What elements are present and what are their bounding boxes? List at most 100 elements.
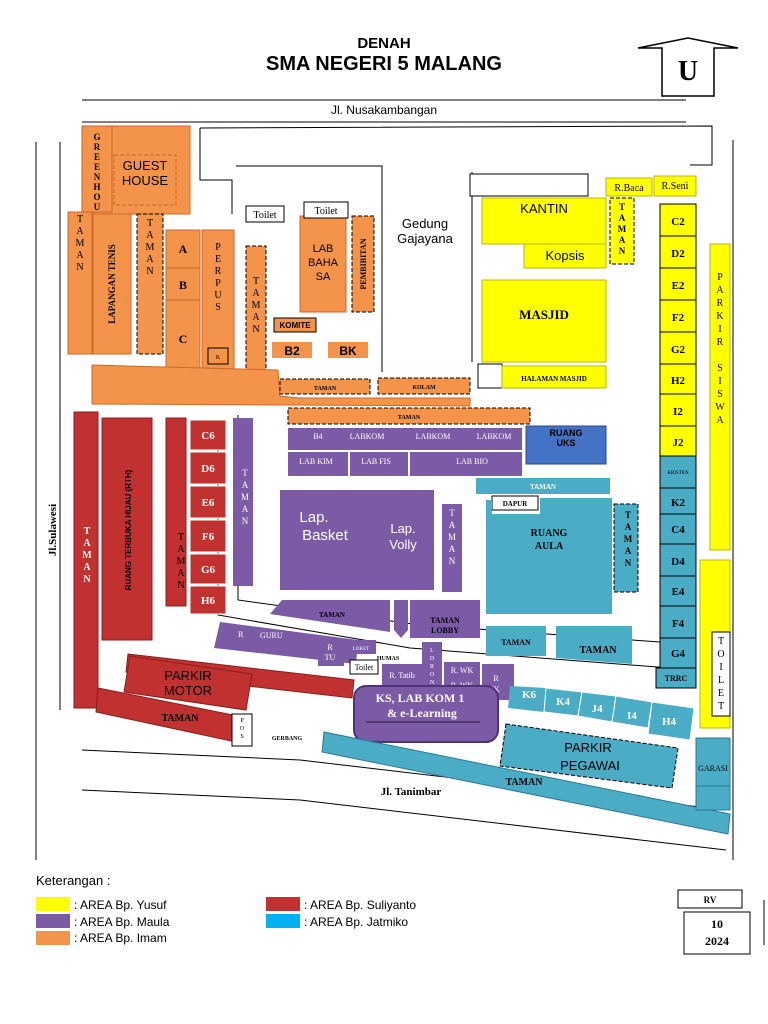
lapangan-basket-2: Basket bbox=[302, 527, 349, 544]
room-h6: H6 bbox=[201, 595, 216, 607]
legend-swatch-yusuf bbox=[36, 897, 70, 911]
rth-label: RUANG TERBUKA HIJAU (RTH) bbox=[124, 469, 133, 590]
toilet-label: Toilet bbox=[355, 663, 374, 672]
legend-swatch-jatmiko bbox=[266, 914, 300, 928]
room-b: B bbox=[179, 278, 187, 292]
ks-lab-kom-1: KS, LAB KOM 1 bbox=[376, 691, 465, 705]
room-d2: D2 bbox=[671, 248, 685, 260]
room-k2: K2 bbox=[671, 497, 686, 509]
lapangan-volly-2: Volly bbox=[389, 537, 417, 552]
area-imam: GREENHOUSE GUEST HOUSE TAMAN LAPANGAN TE… bbox=[67, 125, 531, 425]
room-f6: F6 bbox=[202, 531, 215, 543]
map-title: SMA NEGERI 5 MALANG bbox=[266, 53, 502, 75]
room-f4: F4 bbox=[672, 618, 685, 630]
lab-fis: LAB FIS bbox=[361, 457, 391, 466]
room-g4: G4 bbox=[671, 648, 686, 660]
labkom: LABKOM bbox=[350, 432, 385, 441]
map-title-top: DENAH bbox=[357, 35, 410, 52]
dapur: DAPUR bbox=[503, 500, 528, 508]
room-kristen: KRISTEN bbox=[667, 471, 689, 476]
taman-label: TAMAN bbox=[257, 656, 279, 662]
lab-bio: LAB BIO bbox=[456, 457, 488, 466]
revision-label: RV bbox=[704, 895, 717, 905]
guest-house-label-2: HOUSE bbox=[122, 173, 169, 188]
legend-label-yusuf: : AREA Bp. Yusuf bbox=[74, 898, 167, 912]
road-nusakambangan: Jl. Nusakambangan bbox=[331, 103, 437, 117]
room-h2: H2 bbox=[671, 375, 686, 387]
lapangan-tenis-label: LAPANGAN TENIS bbox=[107, 244, 117, 323]
room-i4: I4 bbox=[627, 710, 637, 722]
legend-swatch-maula bbox=[36, 914, 70, 928]
room-e2: E2 bbox=[672, 280, 685, 292]
lab-kim: LAB KIM bbox=[299, 457, 333, 466]
north-label: U bbox=[678, 56, 698, 87]
ruang-aula: RUANG bbox=[531, 528, 568, 539]
legend-label-imam: : AREA Bp. Imam bbox=[74, 931, 167, 945]
parkir-pegawai-2: PEGAWAI bbox=[560, 758, 620, 773]
parkir-pegawai: PARKIR bbox=[564, 740, 611, 755]
room-f2: F2 bbox=[672, 312, 685, 324]
room-c: C bbox=[179, 332, 188, 346]
ruang-guru-r: R bbox=[238, 630, 244, 639]
room-a: A bbox=[179, 242, 188, 256]
taman-label: TAMAN bbox=[398, 415, 421, 421]
ruang-tu-2: TU bbox=[325, 653, 336, 662]
parkir-motor-2: MOTOR bbox=[164, 683, 212, 698]
room-c4: C4 bbox=[671, 524, 685, 536]
north-arrow-icon: U bbox=[637, 37, 739, 97]
taman-label: TAMAN bbox=[161, 713, 199, 724]
legend: Keterangan : : AREA Bp. Yusuf : AREA Bp.… bbox=[36, 873, 416, 945]
taman-label: TAMAN bbox=[579, 645, 617, 656]
lab-bahasa: LAB bbox=[313, 243, 334, 255]
room-column-right: C2 D2 E2 F2 G2 H2 I2 J2 KRISTEN K2 C4 D4… bbox=[655, 203, 697, 689]
taman-label: TAMAN bbox=[319, 611, 345, 619]
room-trrc: TRRC bbox=[665, 674, 688, 683]
ruang-aula-2: AULA bbox=[535, 541, 564, 552]
room-d4: D4 bbox=[671, 556, 685, 568]
room-k4: K4 bbox=[556, 696, 571, 708]
road-sulawesi: Jl.Sulawesi bbox=[47, 504, 59, 556]
e-learning: & e-Learning bbox=[387, 706, 457, 720]
lapangan-basket: Lap. bbox=[299, 509, 328, 526]
room-k: K bbox=[216, 355, 221, 361]
revision-month: 10 bbox=[711, 917, 723, 931]
taman-lobby-2: LOBBY bbox=[431, 626, 459, 635]
ruang-guru: GURU bbox=[260, 631, 283, 640]
guest-house-label: GUEST bbox=[123, 158, 168, 173]
ruang-uks-2: UKS bbox=[556, 438, 575, 448]
room-e4: E4 bbox=[672, 586, 685, 598]
revision-label-box bbox=[677, 889, 743, 909]
komite-room: KOMITE bbox=[279, 321, 311, 330]
legend-label-suliyanto: : AREA Bp. Suliyanto bbox=[304, 898, 416, 912]
room-i2: I2 bbox=[673, 406, 683, 418]
taman-label: TAMAN bbox=[501, 638, 531, 647]
taman-label: TAMAN bbox=[530, 483, 556, 491]
room-g2: G2 bbox=[671, 344, 686, 356]
room-j2: J2 bbox=[673, 437, 685, 449]
labkom: LABKOM bbox=[477, 432, 512, 441]
taman-label: TAMAN bbox=[505, 777, 543, 788]
labkom: LABKOM bbox=[416, 432, 451, 441]
room-b2: B2 bbox=[284, 344, 300, 358]
ruang-uks: RUANG bbox=[550, 428, 583, 438]
kolam-label: KOLAM bbox=[412, 385, 436, 391]
taman-label: TAMAN bbox=[314, 386, 337, 392]
room-b4: B4 bbox=[313, 432, 322, 441]
ruang-wk-3: R bbox=[493, 674, 499, 683]
revision-date-box bbox=[683, 911, 751, 955]
legend-label-maula: : AREA Bp. Maula bbox=[74, 915, 170, 929]
ruang-wk: R. WK bbox=[451, 666, 474, 675]
